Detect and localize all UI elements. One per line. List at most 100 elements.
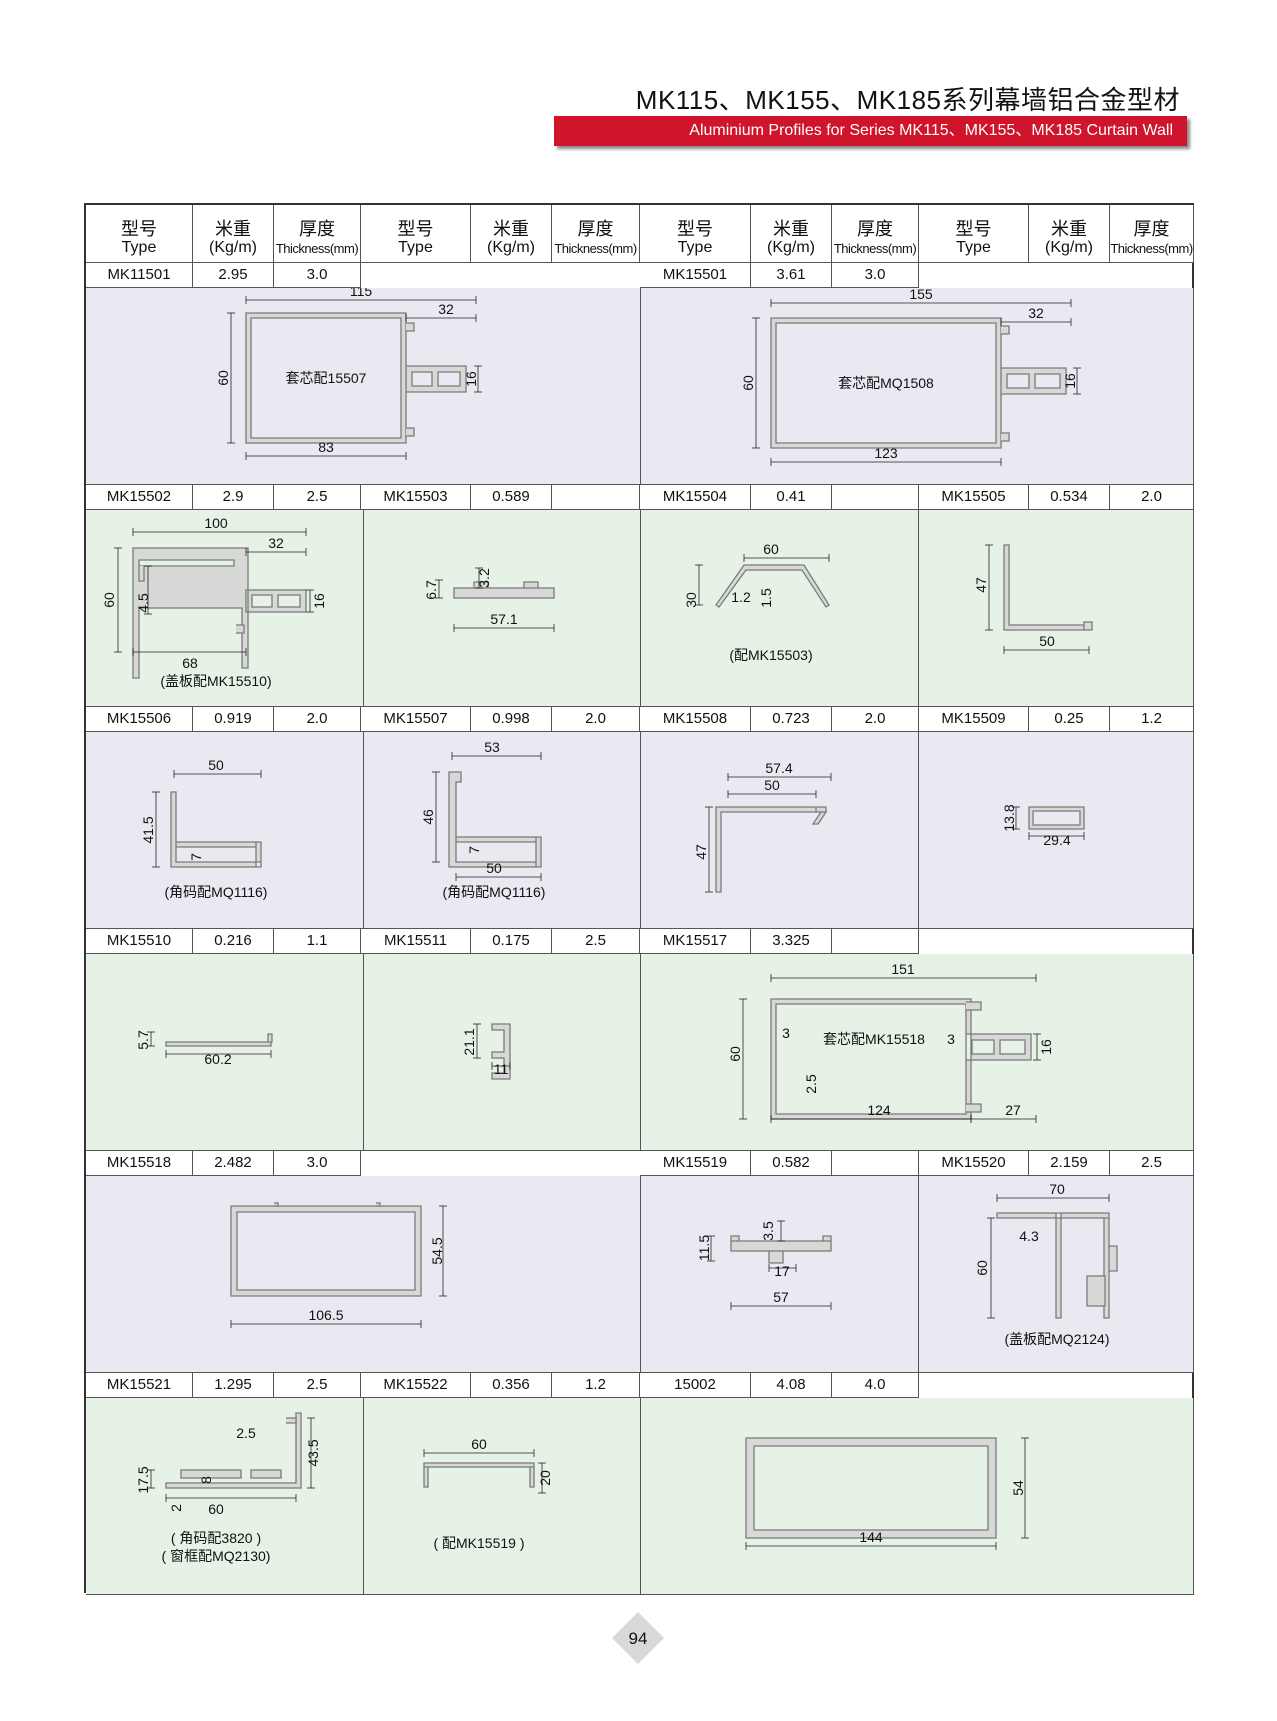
profile-section-shape	[245, 312, 467, 444]
dimension-label: 47	[973, 577, 989, 593]
dimension-label: 21.1	[461, 1028, 477, 1055]
profile-thickness-cell: 2.0	[552, 707, 640, 732]
column-header-en: (Kg/m)	[1045, 239, 1093, 256]
dimension-label: 83	[318, 439, 334, 455]
dimension-label: 套芯配15507	[286, 370, 367, 386]
dimension-label: 3.5	[760, 1221, 776, 1241]
profile-type-cell: MK15504	[640, 485, 751, 510]
dimension-label: 1.5	[758, 588, 774, 608]
dimension-label: 11	[494, 1061, 509, 1077]
dimension-label: 20	[537, 1470, 553, 1486]
profile-weight-cell: 3.61	[751, 263, 832, 288]
profile-type-cell: MK15518	[86, 1151, 193, 1176]
profile-section-shape	[132, 547, 307, 679]
dimension-label: 7	[466, 846, 482, 854]
profile-section-shape	[1003, 544, 1093, 631]
dimension-label: 57	[773, 1289, 789, 1305]
profile-thickness-cell	[832, 485, 919, 510]
page-number: 94	[629, 1629, 648, 1648]
dimension-label: 16	[1062, 373, 1078, 389]
dimension-label: 32	[1028, 305, 1044, 321]
dimension-label: 11.5	[696, 1235, 712, 1261]
dimension-label: (配MK15503)	[729, 647, 812, 663]
column-header-cn: 米重	[215, 219, 251, 239]
column-header: 米重(Kg/m)	[193, 205, 274, 263]
profile-weight-cell: 0.356	[471, 1373, 552, 1398]
profile-type-cell: MK15517	[640, 929, 751, 954]
dimension-label: 100	[204, 515, 228, 531]
column-header: 米重(Kg/m)	[1029, 205, 1110, 263]
profile-section-shape	[996, 1212, 1118, 1319]
dimension-label: 68	[182, 655, 198, 671]
dimension-label: 27	[1005, 1102, 1021, 1118]
profile-section-shape	[448, 771, 542, 868]
dimension-label: 54.5	[429, 1237, 445, 1264]
dimension-label: 6.7	[423, 580, 439, 600]
profile-thickness-cell: 2.0	[832, 707, 919, 732]
dimension-label: 144	[859, 1529, 883, 1545]
profile-section-shape	[715, 564, 830, 608]
dimension-label: 1.2	[731, 589, 751, 605]
profile-drawing: 21.1 11	[461, 1023, 511, 1080]
profile-weight-cell: 2.95	[193, 263, 274, 288]
dimension-label: 2.5	[803, 1074, 819, 1094]
profile-weight-cell: 2.9	[193, 485, 274, 510]
page-number-badge: 94	[612, 1612, 664, 1664]
profile-thickness-cell: 3.0	[274, 263, 361, 288]
dimension-label: 16	[311, 593, 327, 609]
profile-section-shape	[423, 1462, 535, 1488]
profile-section-shape	[730, 1235, 832, 1264]
column-header-en: Thickness(mm)	[1110, 241, 1193, 256]
profile-type-cell: MK15510	[86, 929, 193, 954]
column-header: 米重(Kg/m)	[751, 205, 832, 263]
profile-thickness-cell: 2.0	[274, 707, 361, 732]
dimension-label: 16	[1038, 1039, 1054, 1055]
dimension-label: 17.5	[135, 1466, 151, 1493]
profile-section-shape	[1028, 806, 1085, 830]
profile-type-cell: MK15503	[361, 485, 471, 510]
profile-weight-cell: 0.998	[471, 707, 552, 732]
dimension-label: (角码配MQ1116)	[165, 884, 268, 900]
profile-thickness-cell: 1.2	[552, 1373, 640, 1398]
profile-type-cell: MK15522	[361, 1373, 471, 1398]
profile-type-cell: MK15505	[919, 485, 1029, 510]
dimension-label: 41.5	[140, 816, 156, 843]
profile-thickness-cell	[832, 1151, 919, 1176]
dimension-label: 60	[740, 375, 756, 391]
profile-thickness-cell: 1.2	[1110, 707, 1194, 732]
profile-weight-cell: 0.723	[751, 707, 832, 732]
profile-weight-cell: 0.534	[1029, 485, 1110, 510]
dimension-label: 3	[947, 1031, 955, 1047]
profile-thickness-cell: 3.0	[832, 263, 919, 288]
dimension-label: 50	[1039, 633, 1055, 649]
column-header-en: Thickness(mm)	[275, 241, 359, 256]
dimension-label: 155	[909, 288, 933, 302]
dimension-label: 3.2	[476, 568, 492, 588]
profile-section-shape	[230, 1205, 422, 1297]
profile-type-cell: MK15509	[919, 707, 1029, 732]
profile-weight-cell: 0.582	[751, 1151, 832, 1176]
profile-drawing: 47 50	[973, 544, 1093, 654]
profile-section-shape	[170, 791, 262, 868]
dimension-label: 13.8	[1001, 804, 1017, 831]
column-header-cn: 型号	[677, 219, 713, 239]
profile-type-cell: MK15501	[640, 263, 751, 288]
